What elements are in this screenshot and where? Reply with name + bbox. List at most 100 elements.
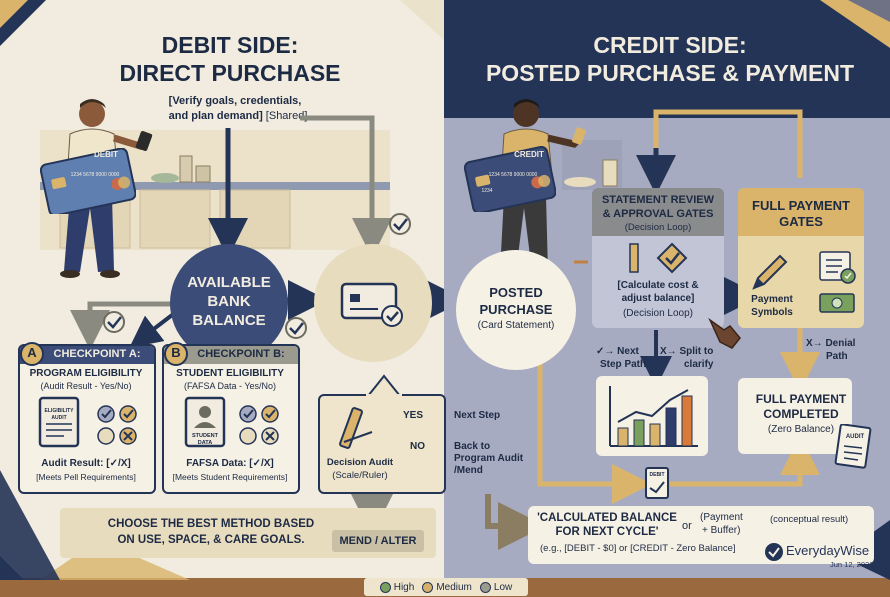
- legend-item-high: High: [379, 581, 415, 593]
- right-title-line2: POSTED PURCHASE & PAYMENT: [485, 60, 855, 86]
- full-payment-completed-title2: COMPLETED: [763, 407, 839, 421]
- split-line2: clarify: [684, 359, 714, 370]
- full-payment-gates-title2: GATES: [779, 214, 823, 229]
- statement-review-header-bg: [592, 188, 724, 236]
- checkpoint-b-letter: B: [171, 345, 181, 360]
- scale-ruler-icon: [339, 407, 373, 449]
- student-data-doc-icon: [184, 396, 226, 448]
- bank-balance-line2: BANK: [207, 293, 251, 310]
- checkpoint-b-result: FAFSA Data: [✓/X]: [186, 458, 274, 469]
- calculated-balance-line2: FOR NEXT CYCLE': [555, 526, 659, 538]
- legend-swatch-high: [379, 581, 391, 593]
- statement-review-body2: adjust balance]: [621, 293, 695, 304]
- debit-card-label: DEBIT: [94, 150, 118, 159]
- right-title-line1: CREDIT SIDE:: [593, 32, 747, 58]
- checkpoint-b-status-icons: [239, 405, 279, 445]
- calculated-balance-example: (e.g., [DEBIT - $0] or [CREDIT - Zero Ba…: [540, 543, 736, 554]
- eligibility-doc-label2: AUDIT: [51, 415, 67, 421]
- decision-yes-target: Next Step: [454, 410, 501, 421]
- split-line1: X→ Split to: [660, 346, 714, 357]
- statement-review-body3: (Decision Loop): [622, 308, 694, 319]
- everydaywise-logo-icon: [765, 543, 783, 561]
- full-payment-completed-note: (Zero Balance): [767, 424, 835, 435]
- checkpoint-b-note: (FAFSA Data - Yes/No): [183, 381, 277, 391]
- full-payment-gates-header-bg: [738, 188, 864, 236]
- eligibility-doc-label1: ELIGIBILITY: [44, 408, 74, 414]
- posted-purchase-line3: (Card Statement): [477, 320, 555, 331]
- posted-purchase-line2: PURCHASE: [479, 302, 553, 317]
- audit-doc-label: AUDIT: [845, 434, 865, 440]
- checkpoint-a-badge: [20, 342, 44, 366]
- payment-symbols-line1: Payment: [751, 294, 793, 305]
- decision-yes-label: YES: [403, 410, 424, 421]
- checkpoint-a-header-bg: [20, 346, 154, 364]
- next-step-line1: ✓→ Next: [596, 346, 639, 357]
- full-payment-completed-title1: FULL PAYMENT: [755, 392, 847, 406]
- checkpoint-a-note: (Audit Result - Yes/No): [40, 381, 132, 391]
- growth-bar-chart-icon: [609, 386, 698, 447]
- available-bank-balance-node: [170, 244, 288, 362]
- calculated-balance-line1: 'CALCULATED BALANCE: [537, 512, 677, 524]
- cash-icon: [819, 293, 855, 313]
- decision-audit-label: Decision Audit: [326, 457, 394, 468]
- credit-card-icon: [464, 146, 556, 212]
- debit-doc-label: DEBIT: [649, 472, 665, 478]
- pointing-hand-icon: [708, 317, 741, 349]
- posted-purchase-node: [456, 250, 576, 370]
- checkpoint-a-title: CHECKPOINT A:: [53, 348, 141, 360]
- left-title-line1: DEBIT SIDE:: [161, 32, 299, 58]
- brand-name: EverydayWise: [786, 543, 870, 558]
- verify-text-line2: and plan demand]: [168, 110, 263, 122]
- checkpoint-a-requirements: [Meets Pell Requirements]: [36, 472, 136, 482]
- statement-review-title1: STATEMENT REVIEW: [601, 194, 715, 206]
- statement-review-body1: [Calculate cost &: [617, 280, 699, 291]
- legend-label-high: High: [393, 581, 415, 593]
- credit-card-label: CREDIT: [514, 150, 544, 159]
- legend-label-low: Low: [493, 581, 513, 593]
- debit-doc-icon: [645, 467, 669, 499]
- denial-path-line2: Path: [826, 351, 848, 362]
- calculated-balance-or: or: [682, 520, 692, 532]
- decision-no-target-line2: Program Audit: [454, 453, 524, 464]
- choose-method-line1: CHOOSE THE BEST METHOD BASED: [107, 518, 315, 530]
- decision-audit-sublabel: (Scale/Ruler): [332, 470, 388, 481]
- conceptual-result-note: (conceptual result): [770, 514, 849, 525]
- checklist-icon: [819, 251, 856, 284]
- payment-symbols-line2: Symbols: [751, 307, 793, 318]
- checkpoint-a-result: Audit Result: [✓/X]: [41, 458, 131, 469]
- checkpoint-b-badge: [164, 342, 188, 366]
- full-payment-gates-title1: FULL PAYMENT: [752, 198, 850, 213]
- checkpoint-b-header-bg: [164, 346, 298, 364]
- legend-swatch-low: [479, 581, 491, 593]
- card-payment-icon: [340, 282, 403, 327]
- checkpoint-b-subtitle: STUDENT ELIGIBILITY: [176, 368, 284, 379]
- decision-no-label: NO: [410, 441, 425, 452]
- pencil-icon: [752, 254, 788, 290]
- credit-card-number: 1234 5678 9000 0000: [488, 172, 538, 178]
- decision-no-target-line3: /Mend: [454, 465, 483, 476]
- statement-review-title2: & APPROVAL GATES: [602, 208, 714, 220]
- review-ruler-diamond-icons: [629, 242, 688, 274]
- legend: High Medium Low: [364, 578, 528, 596]
- legend-swatch-medium: [422, 581, 434, 593]
- debit-card-number: 1234 5678 9000 0000: [70, 172, 120, 178]
- legend-item-medium: Medium: [422, 581, 472, 593]
- credit-card-code: 1234: [481, 188, 493, 194]
- right-header-bg: [444, 0, 890, 118]
- checkpoint-b-requirements: [Meets Student Requirements]: [172, 472, 288, 482]
- legend-label-medium: Medium: [436, 581, 472, 593]
- choose-method-line2: ON USE, SPACE, & CARE GOALS.: [117, 534, 305, 546]
- verify-shared: [Shared]: [265, 110, 308, 122]
- brand-date: Jun 12, 2026: [830, 560, 874, 569]
- denial-path-line1: X→ Denial: [806, 338, 856, 349]
- checkpoint-a-subtitle: PROGRAM ELIGIBILITY: [29, 368, 143, 379]
- checkpoint-a-letter: A: [27, 345, 37, 360]
- verify-text-line2-wrap: and plan demand] [Shared]: [148, 110, 328, 122]
- decision-no-target-line1: Back to: [454, 441, 491, 452]
- verify-text-line1: [Verify goals, credentials,: [168, 95, 302, 107]
- bank-balance-line1: AVAILABLE: [187, 274, 271, 291]
- decision-callout-pointer: [365, 374, 403, 398]
- calculated-balance-card: [528, 506, 874, 564]
- next-step-line2: Step Path: [600, 359, 647, 370]
